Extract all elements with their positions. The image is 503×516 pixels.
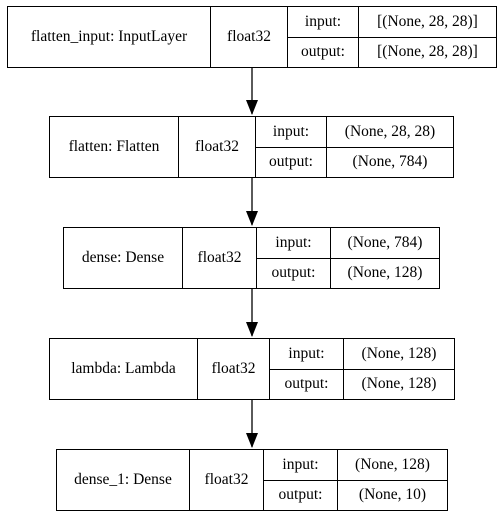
edge-flatten-to-dense [246,178,258,226]
output-shape: (None, 784) [352,153,428,171]
io-labels: input: output: [264,450,338,510]
layer-dtype: float32 [190,450,264,510]
node-flatten: flatten: Flatten float32 input: output: … [49,116,454,178]
input-shape: (None, 784) [331,228,439,259]
input-label: input: [256,117,326,148]
layer-name: dense: Dense [64,228,183,288]
output-label: output: [269,153,313,171]
input-label: input: [264,450,337,481]
input-shape: (None, 128) [338,450,447,481]
layer-name: lambda: Lambda [50,339,198,399]
node-dense-1: dense_1: Dense float32 input: output: (N… [56,449,448,511]
output-shape: (None, 128) [361,375,437,393]
input-shape: (None, 128) [344,339,454,370]
io-labels: input: output: [256,117,327,177]
io-labels: input: output: [257,228,331,288]
io-shapes: (None, 784) (None, 128) [331,228,439,288]
io-shapes: (None, 28, 28) (None, 784) [327,117,453,177]
input-label: input: [257,228,330,259]
io-shapes: (None, 128) (None, 128) [344,339,454,399]
input-label: input: [270,339,343,370]
node-dense: dense: Dense float32 input: output: (Non… [63,227,440,289]
layer-dtype: float32 [211,7,288,67]
output-label: output: [271,264,316,282]
input-shape: [(None, 28, 28)] [359,7,496,38]
layer-name: flatten_input: InputLayer [8,7,211,67]
layer-dtype: float32 [179,117,256,177]
output-label: output: [284,375,329,393]
input-shape: (None, 28, 28) [327,117,453,148]
output-shape: (None, 10) [358,486,427,504]
output-label: output: [278,486,323,504]
layer-dtype: float32 [183,228,257,288]
node-flatten-input: flatten_input: InputLayer float32 input:… [7,6,497,68]
output-shape: [(None, 28, 28)] [377,43,478,61]
io-shapes: [(None, 28, 28)] [(None, 28, 28)] [359,7,496,67]
output-label: output: [301,43,345,61]
edge-flatten-input-to-flatten [246,68,258,115]
io-labels: input: output: [288,7,359,67]
layer-name: dense_1: Dense [57,450,190,510]
edge-dense-to-lambda [246,289,258,337]
io-shapes: (None, 128) (None, 10) [338,450,447,510]
input-label: input: [288,7,358,38]
edge-lambda-to-dense-1 [246,400,258,448]
node-lambda: lambda: Lambda float32 input: output: (N… [49,338,455,400]
io-labels: input: output: [270,339,344,399]
output-shape: (None, 128) [347,264,423,282]
layer-name: flatten: Flatten [50,117,179,177]
layer-dtype: float32 [198,339,270,399]
